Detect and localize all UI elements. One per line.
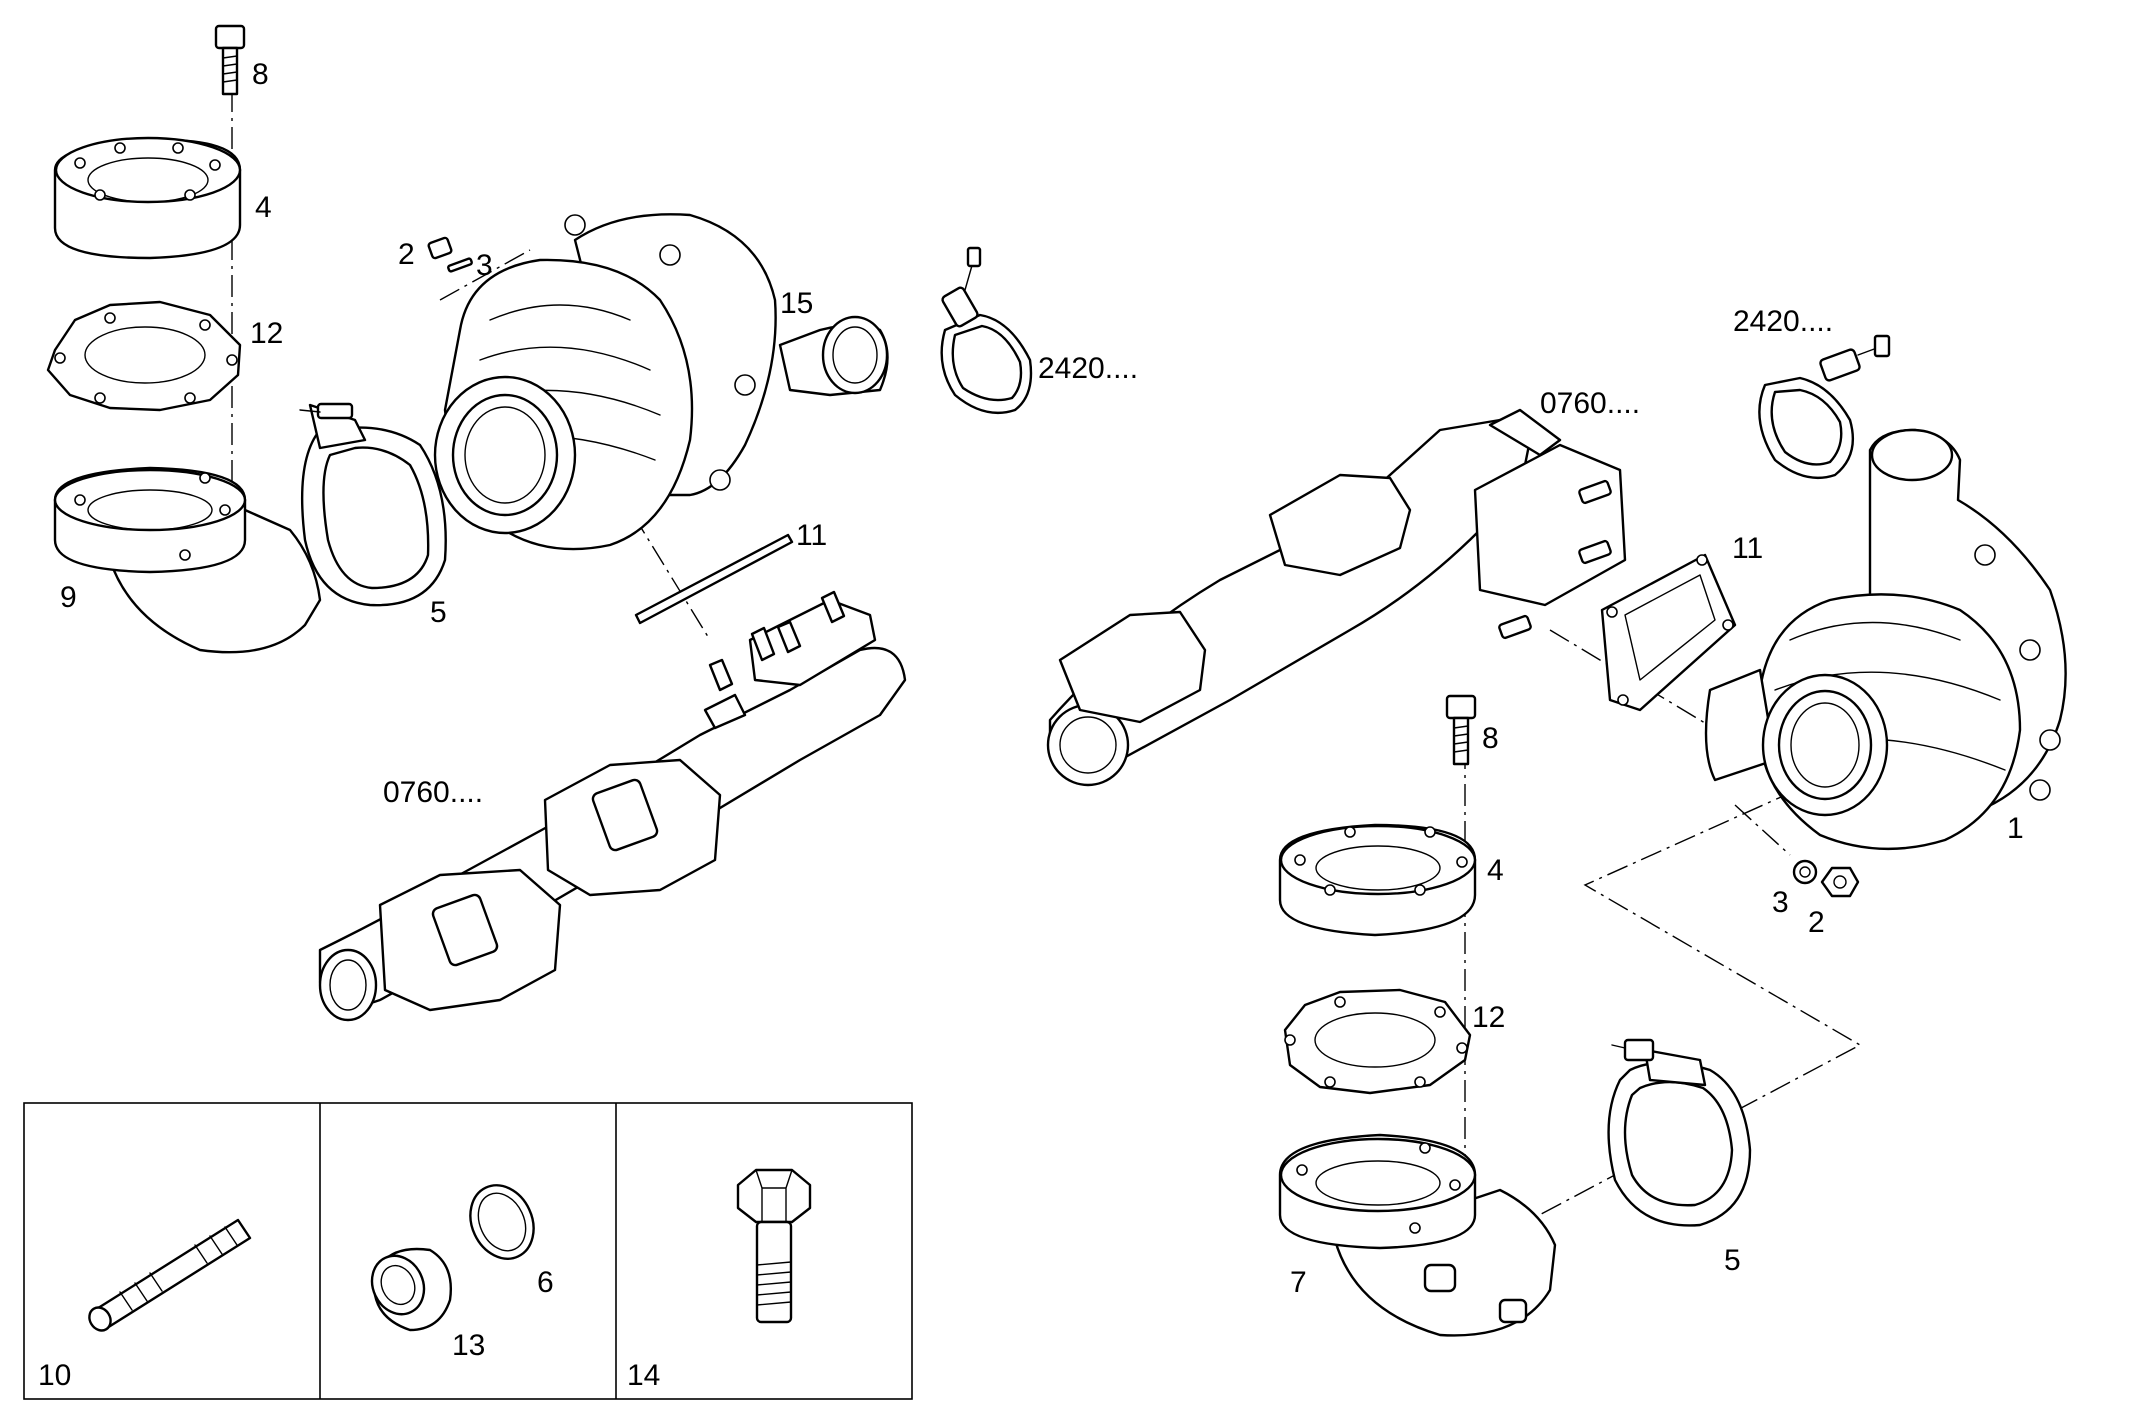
label-4-right: 4 — [1487, 854, 1504, 887]
clamp-5-right — [1607, 1038, 1752, 1227]
label-2420-left: 2420.... — [1038, 352, 1138, 385]
label-2: 2 — [398, 238, 415, 271]
bolt-14 — [736, 1168, 812, 1324]
gasket-11-left — [634, 533, 794, 625]
bolt-8-right — [1445, 694, 1477, 766]
nut-2-right — [1820, 866, 1860, 898]
label-8-right: 8 — [1482, 722, 1499, 755]
label-4: 4 — [255, 191, 272, 224]
label-6: 6 — [537, 1266, 554, 1299]
clamp-5-left — [299, 402, 447, 607]
label-8: 8 — [252, 58, 269, 91]
clamp-2420-right — [1758, 334, 1891, 479]
right-assembly: 2420.... 0760.... 11 8 4 12 7 5 1 3 2 — [1046, 305, 2067, 1337]
plug-13 — [370, 1247, 452, 1332]
label-12-right: 12 — [1472, 1001, 1505, 1034]
label-0760-right: 0760.... — [1540, 387, 1640, 420]
label-3-right: 3 — [1772, 886, 1789, 919]
label-1-right: 1 — [2007, 812, 2024, 845]
label-5: 5 — [430, 596, 447, 629]
stud-10 — [88, 1218, 252, 1332]
label-11: 11 — [796, 519, 827, 552]
turbocharger-1-right — [1704, 428, 2067, 851]
label-2-right: 2 — [1808, 906, 1825, 939]
left-labels: 8 4 12 9 5 2 3 15 2420.... 11 0760.... — [60, 58, 1138, 809]
elbow-7-right — [1278, 1133, 1557, 1337]
gasket-11-right — [1600, 553, 1737, 712]
label-7-right: 7 — [1290, 1266, 1307, 1299]
right-labels: 2420.... 0760.... 11 8 4 12 7 5 1 3 2 — [1290, 305, 2024, 1299]
label-9: 9 — [60, 581, 77, 614]
label-2420-right: 2420.... — [1733, 305, 1833, 338]
washer-3-left — [447, 257, 473, 273]
turbocharger-15-left — [433, 213, 889, 551]
label-10: 10 — [38, 1359, 71, 1392]
elbow-9-left — [53, 466, 322, 654]
gasket-12-right — [1283, 988, 1472, 1095]
manifold-0760-left — [318, 590, 907, 1022]
label-14: 14 — [627, 1359, 660, 1392]
bolt-8-left — [214, 24, 246, 96]
parts-inset-box: 10 6 13 14 — [23, 1102, 913, 1400]
clamp-2420-left — [940, 246, 1033, 414]
left-assembly: 8 4 12 9 5 2 3 15 2420.... 11 0760.... — [46, 24, 1138, 1022]
oring-6 — [469, 1184, 535, 1260]
nut-2-left — [427, 236, 453, 260]
label-3: 3 — [476, 249, 493, 282]
flange-4-right — [1278, 823, 1477, 937]
washer-3-right — [1792, 859, 1818, 885]
manifold-0760-right — [1046, 408, 1627, 787]
label-11-right: 11 — [1732, 532, 1763, 565]
label-13: 13 — [452, 1329, 485, 1362]
flange-4-left — [53, 136, 242, 260]
label-15: 15 — [780, 287, 813, 320]
label-12: 12 — [250, 317, 283, 350]
gasket-12-left — [46, 300, 242, 412]
label-5-right: 5 — [1724, 1244, 1741, 1277]
label-0760-left: 0760.... — [383, 776, 483, 809]
